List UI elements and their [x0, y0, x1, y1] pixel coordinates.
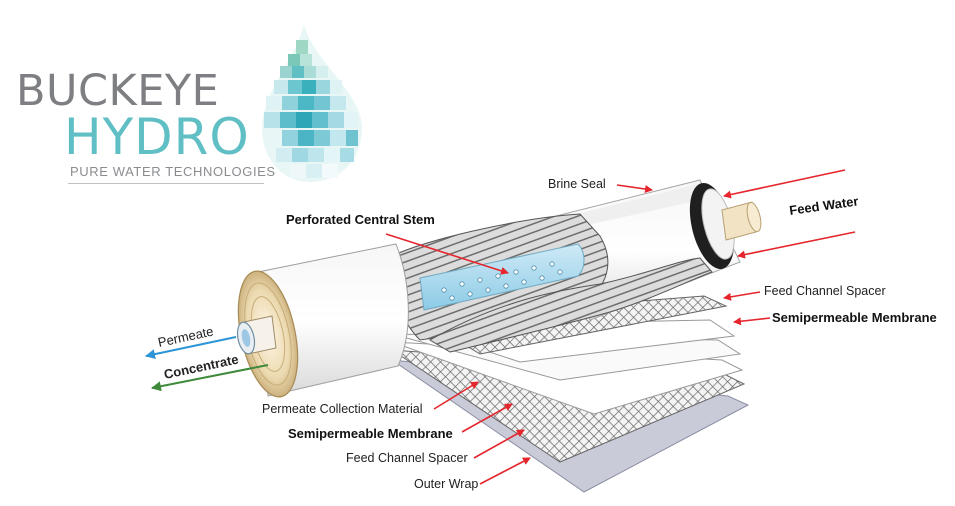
semipermeable-membrane-left-label: Semipermeable Membrane	[288, 426, 453, 441]
feed-spacer-left-arrow	[473, 429, 525, 459]
membrane-left-arrow	[461, 403, 513, 433]
permeate-outlet-tube	[236, 315, 277, 355]
logo-buckeye-text: BUCKEYE	[16, 66, 220, 116]
perforated-central-stem-label: Perforated Central Stem	[286, 212, 435, 227]
droplet-logo-icon	[262, 24, 362, 182]
logo-divider	[68, 183, 264, 184]
permeate-collection-material-label: Permeate Collection Material	[262, 402, 423, 416]
element-tube-back-top	[545, 184, 718, 232]
wound-layers-fan	[429, 257, 713, 353]
collection-arrow	[433, 381, 479, 410]
brine-seal	[689, 183, 735, 269]
perforated-stem	[419, 243, 585, 311]
membrane-element	[236, 179, 762, 398]
stem-arrow	[385, 233, 509, 275]
logo-hydro-text: HYDRO	[64, 108, 250, 166]
concentrate-arrow	[151, 364, 269, 392]
callout-arrows	[385, 169, 856, 485]
logo-tagline: PURE WATER TECHNOLOGIES	[70, 164, 276, 179]
membrane-right-arrow	[733, 317, 771, 326]
feed-spacer-right-arrow	[723, 291, 761, 301]
outer-wrap-arrow	[479, 457, 531, 485]
brine-seal-label: Brine Seal	[548, 177, 606, 191]
brine-seal-arrow	[616, 184, 653, 193]
feed-inlet-tube	[721, 201, 762, 241]
permeate-arrow	[145, 336, 237, 360]
outer-wrap-label: Outer Wrap	[414, 477, 479, 491]
feed-water-label: Feed Water	[788, 193, 859, 218]
permeate-label: Permeate	[157, 324, 215, 350]
feed-channel-spacer-left-label: Feed Channel Spacer	[346, 451, 468, 465]
semipermeable-membrane-right-label: Semipermeable Membrane	[772, 310, 937, 325]
feed-water-arrow-top	[723, 169, 846, 199]
feed-channel-spacer-right-label: Feed Channel Spacer	[764, 284, 886, 298]
feed-water-arrow-bottom	[737, 231, 856, 259]
